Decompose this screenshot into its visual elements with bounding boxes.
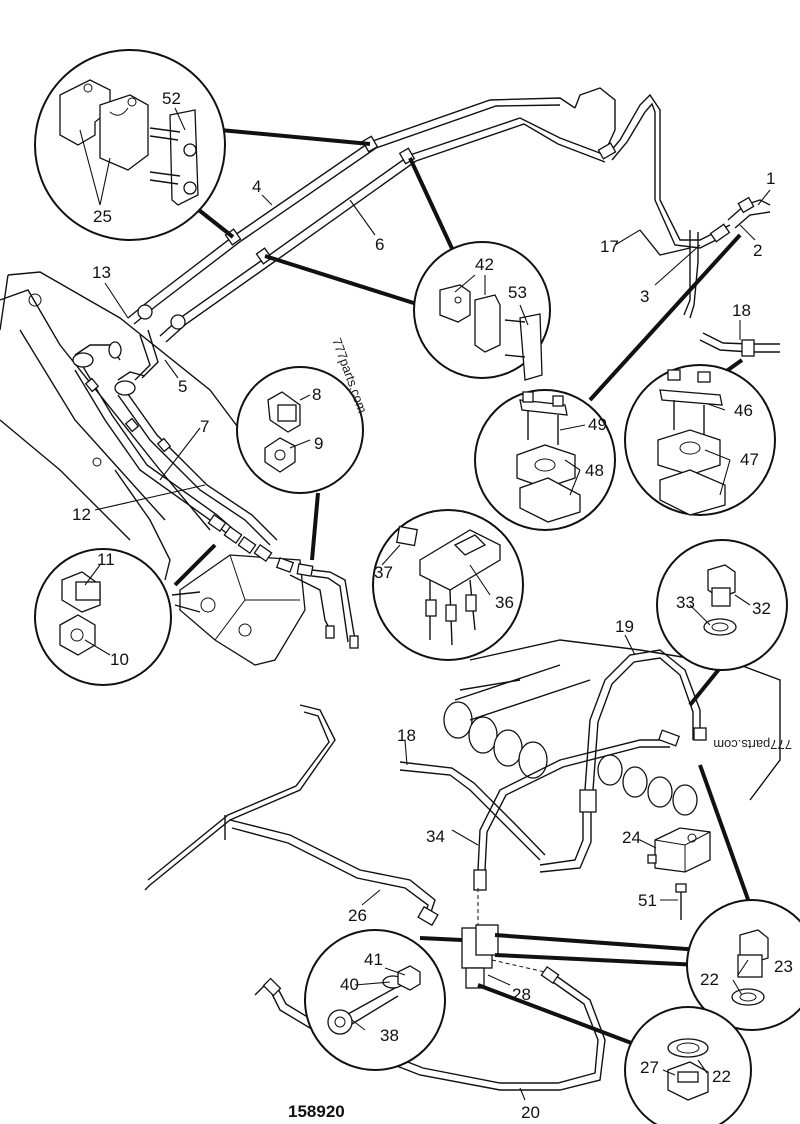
detail-fitting-22-27 xyxy=(624,1006,752,1124)
boom-structure xyxy=(0,271,241,581)
callout-33: 33 xyxy=(676,593,695,612)
callout-6: 6 xyxy=(375,235,384,254)
callout-41: 41 xyxy=(364,950,383,969)
callout-8: 8 xyxy=(312,385,321,404)
callout-49: 49 xyxy=(588,415,607,434)
callout-5: 5 xyxy=(178,377,187,396)
detail-bolt-38-40-41 xyxy=(304,929,446,1071)
callout-2: 2 xyxy=(753,241,762,260)
callout-18-lower: 18 xyxy=(397,726,416,745)
callout-3: 3 xyxy=(640,287,649,306)
callout-48: 48 xyxy=(585,461,604,480)
callout-20: 20 xyxy=(521,1103,540,1122)
detail-switch-36-37 xyxy=(372,509,524,661)
callout-32: 32 xyxy=(752,599,771,618)
detail-fitting-10-11 xyxy=(34,548,172,686)
callout-46: 46 xyxy=(734,401,753,420)
callout-34: 34 xyxy=(426,827,445,846)
callout-25: 25 xyxy=(93,207,112,226)
callout-23: 23 xyxy=(774,957,793,976)
detail-clamp-25-52 xyxy=(34,49,226,241)
detail-fitting-32-33 xyxy=(656,539,788,671)
callout-51: 51 xyxy=(638,891,657,910)
hoses-lower xyxy=(144,332,780,1091)
callout-leaders xyxy=(79,107,771,1101)
mounting-bracket xyxy=(171,554,306,666)
watermark-lower: 777parts.com xyxy=(713,737,792,752)
callout-28: 28 xyxy=(512,985,531,1004)
callout-52: 52 xyxy=(162,89,181,108)
pipe-bundle-lower xyxy=(72,304,359,649)
callout-40: 40 xyxy=(340,975,359,994)
callout-37: 37 xyxy=(374,563,393,582)
callout-1: 1 xyxy=(766,169,775,188)
callout-22-b: 22 xyxy=(712,1067,731,1086)
detail-clamp-42-53 xyxy=(413,241,551,381)
detail-fitting-8-9 xyxy=(236,366,364,494)
callout-labels: 1 2 3 4 5 6 7 8 9 10 11 12 13 17 18 18 1… xyxy=(72,89,793,1122)
callout-7: 7 xyxy=(200,417,209,436)
callout-47: 47 xyxy=(740,450,759,469)
callout-11: 11 xyxy=(97,550,115,569)
callout-36: 36 xyxy=(495,593,514,612)
figure-number: 158920 xyxy=(288,1102,345,1121)
detail-clamp-46-47 xyxy=(624,364,776,516)
callout-18-upper: 18 xyxy=(732,301,751,320)
callout-53: 53 xyxy=(508,283,527,302)
detail-clamp-48-49 xyxy=(474,389,616,531)
bolt-51 xyxy=(675,883,687,920)
callout-42: 42 xyxy=(475,255,494,274)
callout-19: 19 xyxy=(615,617,634,636)
callout-4: 4 xyxy=(252,177,261,196)
callout-12: 12 xyxy=(72,505,91,524)
callout-17: 17 xyxy=(600,237,619,256)
callout-10: 10 xyxy=(110,650,129,669)
callout-26: 26 xyxy=(348,906,367,925)
callout-24: 24 xyxy=(622,828,641,847)
callout-13: 13 xyxy=(92,263,111,282)
callout-22-a: 22 xyxy=(700,970,719,989)
callout-27: 27 xyxy=(640,1058,659,1077)
valve-block-24 xyxy=(647,827,711,873)
callout-9: 9 xyxy=(314,434,323,453)
callout-38: 38 xyxy=(380,1026,399,1045)
solenoid-valve xyxy=(461,888,546,989)
detail-fitting-22-23 xyxy=(686,899,800,1031)
